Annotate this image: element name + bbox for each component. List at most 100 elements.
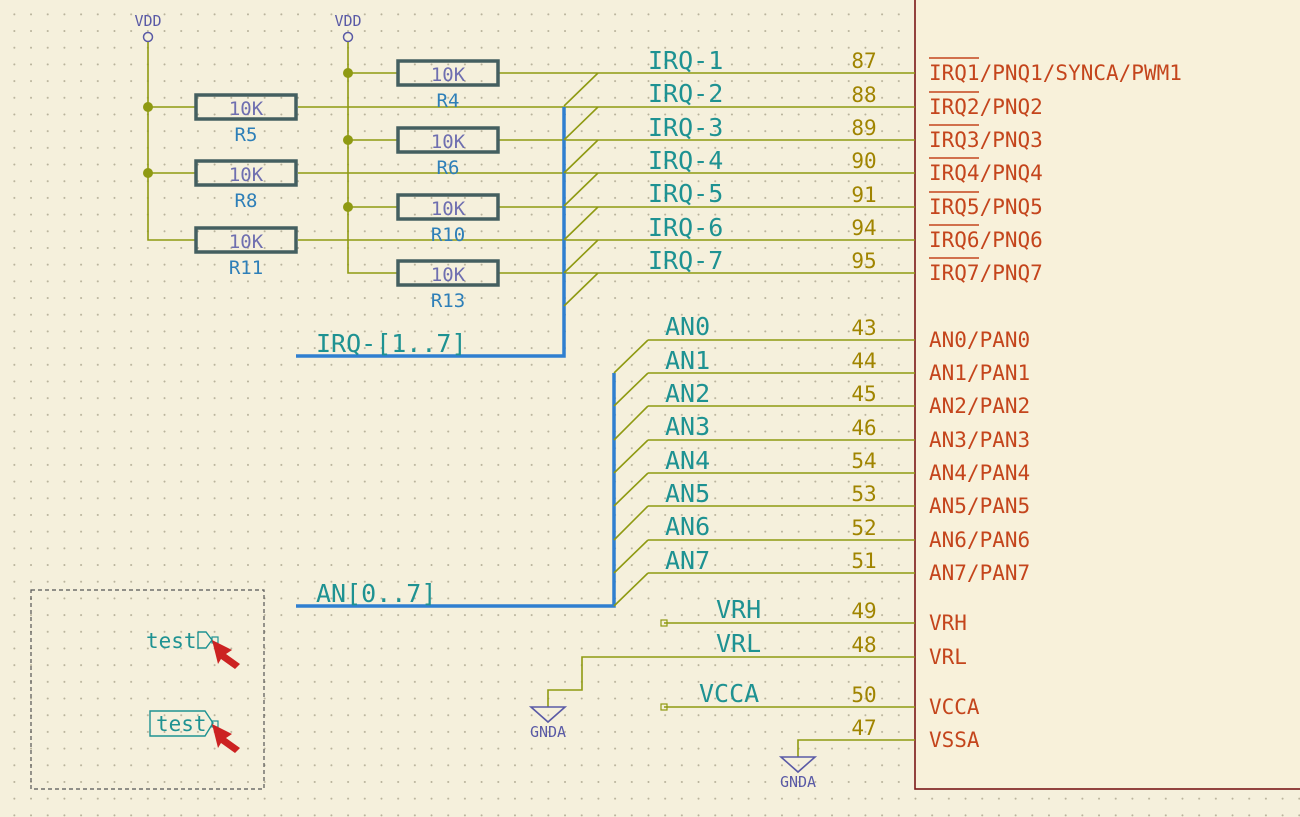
net-label[interactable]: IRQ-4 <box>648 146 723 175</box>
resistor-body <box>194 159 298 187</box>
erc-marker-1[interactable] <box>212 640 240 669</box>
resistor-r6[interactable]: 10K R6 <box>396 126 500 179</box>
resistor-r13[interactable]: 10K R13 <box>396 259 500 312</box>
pin-name: IRQ4/PNQ4 <box>929 161 1043 185</box>
irq-bus-line <box>296 107 566 358</box>
an-net-wires <box>648 339 915 574</box>
selection-box[interactable] <box>30 589 265 790</box>
hier-label-shape <box>149 710 214 737</box>
net-label[interactable]: IRQ-5 <box>648 179 723 208</box>
junction <box>143 168 153 178</box>
resistor-value: 10K <box>431 198 466 220</box>
net-label[interactable]: AN0 <box>665 312 710 341</box>
pin-name: IRQ2/PNQ2 <box>929 95 1043 119</box>
resistor-r11[interactable]: 10K R11 <box>194 226 298 279</box>
an-bus-label: AN[0..7] <box>316 579 436 608</box>
pin-number: 53 <box>851 482 876 506</box>
an-bus-entries <box>613 339 649 607</box>
net-label[interactable]: IRQ-2 <box>648 79 723 108</box>
irq-pin-numbers: 87 88 89 90 91 94 95 <box>851 49 876 273</box>
net-label[interactable]: VCCA <box>699 679 759 708</box>
net-label[interactable]: AN2 <box>665 379 710 408</box>
net-label[interactable]: VRL <box>716 629 761 658</box>
analog-pin-numbers: 49 48 50 47 <box>851 599 876 740</box>
test-label-2[interactable]: test <box>149 710 219 737</box>
irq-bus[interactable]: IRQ-[1..7] <box>296 107 566 358</box>
pin-number: 95 <box>851 249 876 273</box>
hier-label-text: test <box>156 712 207 736</box>
junction <box>343 68 353 78</box>
gnda-1[interactable]: GNDA <box>528 706 568 741</box>
pin-name: IRQ5/PNQ5 <box>929 195 1043 219</box>
resistor-value: 10K <box>431 64 466 86</box>
resistor-body <box>396 193 500 221</box>
irq-pin-names: IRQ1/PNQ1/SYNCA/PWM1 IRQ2/PNQ2 IRQ3/PNQ3… <box>929 61 1182 285</box>
resistor-r5[interactable]: 10K R5 <box>194 93 298 146</box>
resistor-ref: R5 <box>235 124 258 146</box>
ic-body[interactable] <box>914 0 1300 790</box>
resistor-body <box>194 226 298 254</box>
pin-number: 91 <box>851 183 876 207</box>
resistor-value: 10K <box>431 131 466 153</box>
an-pin-names: AN0/PAN0 AN1/PAN1 AN2/PAN2 AN3/PAN3 AN4/… <box>929 328 1030 585</box>
irq-bus-entries <box>563 72 599 307</box>
net-label[interactable]: AN1 <box>665 346 710 375</box>
pin-name: AN5/PAN5 <box>929 494 1030 518</box>
net-label[interactable]: AN3 <box>665 412 710 441</box>
resistor-ref: R8 <box>235 190 258 212</box>
pin-name: IRQ1/PNQ1/SYNCA/PWM1 <box>929 61 1182 85</box>
pin-name: VRH <box>929 611 967 635</box>
pin-number: 94 <box>851 216 876 240</box>
resistor-ref: R11 <box>229 257 263 279</box>
vdd-left[interactable]: VDD <box>134 12 162 43</box>
net-label[interactable]: AN4 <box>665 446 710 475</box>
junctions <box>143 68 353 212</box>
gnda-2[interactable]: GNDA <box>778 756 818 791</box>
net-label[interactable]: IRQ-1 <box>648 46 723 75</box>
resistor-r8[interactable]: 10K R8 <box>194 159 298 212</box>
pin-name: IRQ3/PNQ3 <box>929 128 1043 152</box>
junction <box>343 135 353 145</box>
pin-number: 90 <box>851 149 876 173</box>
net-label[interactable]: VRH <box>716 595 761 624</box>
net-label[interactable]: IRQ-3 <box>648 113 723 142</box>
gnda-label: GNDA <box>530 723 566 741</box>
net-label[interactable]: AN6 <box>665 512 710 541</box>
pin-number: 46 <box>851 416 876 440</box>
hier-label-text: test <box>146 629 197 653</box>
resistor-r10[interactable]: 10K R10 <box>396 193 500 246</box>
pin-name: AN3/PAN3 <box>929 428 1030 452</box>
erc-marker-2[interactable] <box>212 724 240 753</box>
pin-name: AN7/PAN7 <box>929 561 1030 585</box>
analog-pin-names: VRH VRL VCCA VSSA <box>929 611 980 752</box>
analog-wires <box>547 622 915 757</box>
resistor-ref: R6 <box>437 157 460 179</box>
vdd-right-pin <box>342 31 354 43</box>
net-label[interactable]: IRQ-6 <box>648 213 723 242</box>
net-label[interactable]: AN7 <box>665 546 710 575</box>
pin-number: 50 <box>851 683 876 707</box>
vdd-right[interactable]: VDD <box>334 12 362 43</box>
pin-name: AN2/PAN2 <box>929 394 1030 418</box>
resistor-body <box>396 59 500 87</box>
analog-net-labels: VRH VRL VCCA <box>699 595 761 708</box>
test-label-1[interactable]: test <box>146 629 219 653</box>
net-label[interactable]: IRQ-7 <box>648 246 723 275</box>
pin-number: 48 <box>851 633 876 657</box>
pin-name: VCCA <box>929 695 980 719</box>
resistor-r4[interactable]: 10K R4 <box>396 59 500 112</box>
label-anchor <box>660 703 668 711</box>
net-label[interactable]: AN5 <box>665 479 710 508</box>
pin-name: AN1/PAN1 <box>929 361 1030 385</box>
resistor-body <box>396 259 500 287</box>
resistor-value: 10K <box>229 231 264 253</box>
an-bus[interactable]: AN[0..7] <box>296 373 616 608</box>
vdd-left-pin <box>142 31 154 43</box>
an-net-labels: AN0 AN1 AN2 AN3 AN4 AN5 AN6 AN7 <box>665 312 710 575</box>
pin-number: 54 <box>851 449 876 473</box>
irq-net-wires <box>598 72 915 274</box>
an-bus-line <box>296 373 616 608</box>
pin-number: 44 <box>851 349 876 373</box>
pin-name: IRQ7/PNQ7 <box>929 261 1043 285</box>
